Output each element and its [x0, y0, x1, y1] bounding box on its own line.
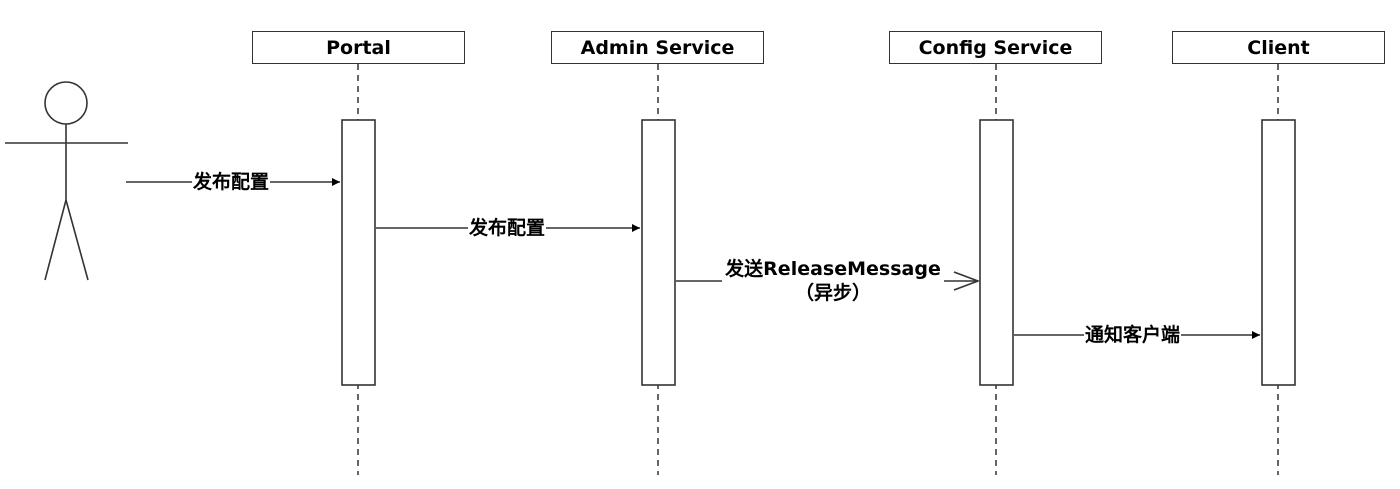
participant-config-service: Config Service — [889, 31, 1102, 64]
activation-portal — [341, 119, 376, 386]
participant-portal: Portal — [252, 31, 465, 64]
participant-portal-label: Portal — [326, 36, 391, 59]
message-label-3-line1: 发送ReleaseMessage — [725, 258, 941, 280]
message-label-4: 通知客户端 — [1084, 323, 1182, 347]
activation-admin — [641, 119, 676, 386]
actor-left-leg — [44, 199, 67, 281]
message-label-3: 发送ReleaseMessage （异步） — [722, 257, 944, 305]
actor-user — [5, 81, 128, 281]
message-label-1: 发布配置 — [192, 170, 271, 194]
participant-admin-service: Admin Service — [551, 31, 764, 64]
participant-admin-service-label: Admin Service — [580, 36, 735, 59]
activation-client — [1261, 119, 1296, 386]
participant-config-service-label: Config Service — [918, 36, 1073, 59]
message-label-3-line2: （异步） — [794, 282, 871, 304]
message-label-2: 发布配置 — [468, 216, 547, 240]
participant-client-label: Client — [1247, 36, 1310, 59]
message-arrowhead-3-open — [953, 271, 981, 291]
actor-head — [44, 81, 88, 125]
actor-right-leg — [65, 199, 89, 281]
activation-config — [979, 119, 1014, 386]
participant-client: Client — [1172, 31, 1385, 64]
